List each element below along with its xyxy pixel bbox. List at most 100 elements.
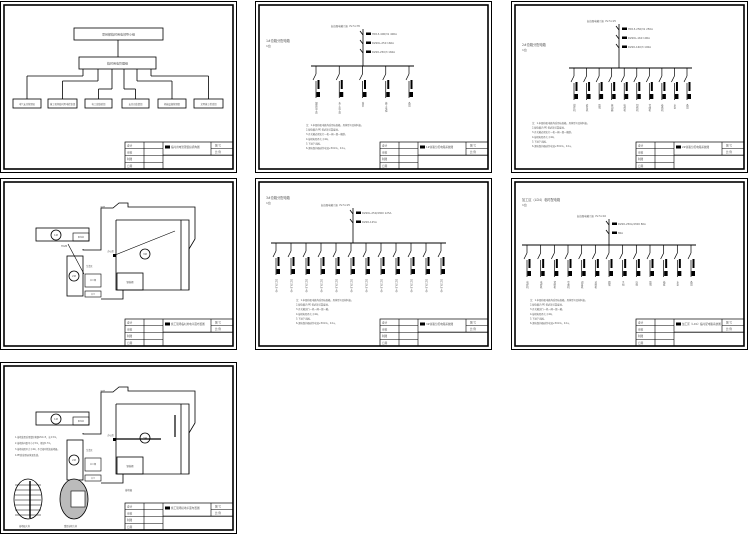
branch-circuit: 水泵 xyxy=(674,245,682,287)
org-leaf-box xyxy=(157,98,187,109)
breaker-mark xyxy=(600,82,603,91)
breaker-label: DZ20-250/3 160A xyxy=(372,50,395,54)
org-leaf-label: 电气安全管理员 xyxy=(19,102,36,106)
note-line: 2.配电箱内 PE 排必须可靠接地。 xyxy=(532,126,566,130)
wire xyxy=(347,250,352,258)
wire xyxy=(407,250,412,258)
grounding-note: 1.接地装置采用镀锌角钢L50×5，长2.5m。 xyxy=(15,435,58,439)
branch-label: 圆锯 xyxy=(608,280,611,286)
note-line: 注：1.本图中配电箱均采用标准箱，具体型号见材料表。 xyxy=(296,298,353,302)
title-block-cell: 比 例 xyxy=(215,327,221,331)
note-line: 3.开关箱实行一机一闸一漏一箱。 xyxy=(296,307,330,311)
gate-box xyxy=(84,474,102,482)
fuse-mark xyxy=(321,269,325,274)
branch-circuit: DZ15LE-40 xyxy=(437,243,445,293)
note-line: 5.下进下出线。 xyxy=(532,139,548,143)
living-box xyxy=(66,255,84,297)
breaker-mark xyxy=(555,259,558,268)
wire xyxy=(422,250,427,258)
shed-label: 钢筋棚 xyxy=(127,464,135,468)
breaker-mark xyxy=(622,36,627,39)
fuse-mark xyxy=(612,94,616,99)
power-room-label: 配电房 xyxy=(78,419,84,423)
title-block-label: 设计 xyxy=(382,321,388,325)
fuse-mark xyxy=(306,269,310,274)
branch-label: 备用 xyxy=(408,101,411,107)
sheet-inner-border xyxy=(3,4,234,170)
note-line: 5.下进下出线。 xyxy=(306,141,322,145)
fuse-mark xyxy=(568,271,572,276)
title-block-cell: 比 例 xyxy=(726,327,732,331)
note-line: 6.漏电保护器动作电流≤30mA，0.1s。 xyxy=(532,144,573,148)
fuse-mark xyxy=(363,92,367,97)
branch-circuit: 弯曲机 xyxy=(564,245,572,289)
title-block-cell: 图 号 xyxy=(215,321,221,325)
power-room-box xyxy=(72,416,90,426)
title-block-cell: 比 例 xyxy=(726,150,732,154)
breaker-label: DZ20L-250/4300 125A xyxy=(362,211,392,215)
breaker-mark xyxy=(528,259,531,268)
fuse-mark xyxy=(649,94,654,99)
shed-box xyxy=(116,272,144,291)
note-line: 6.漏电保护器动作电流≤30mA，0.1s。 xyxy=(530,321,571,325)
fuse-mark xyxy=(674,94,679,99)
branch-label: 搅拌机 xyxy=(573,103,576,112)
branch-circuit: 施工电梯 xyxy=(382,66,390,112)
wire xyxy=(405,73,410,81)
branch-label: 备用 xyxy=(690,280,693,286)
fuse-mark xyxy=(339,92,344,97)
breaker-label: DZ20L-160 100A xyxy=(628,36,650,40)
circle-label: 3# xyxy=(143,252,148,256)
branch-circuit: 备用 xyxy=(687,245,695,287)
wire xyxy=(523,252,528,260)
breaker-mark xyxy=(397,257,400,266)
fuse-mark xyxy=(637,94,641,99)
branch-label: 弯曲机 xyxy=(567,280,570,289)
workshop-label: 木工棚 xyxy=(90,462,96,466)
fuse-mark xyxy=(396,269,400,274)
site-outline xyxy=(115,403,190,475)
breaker-label: DZ20-250L/4300 80A xyxy=(618,222,646,226)
breaker-mark xyxy=(340,80,343,89)
branch-circuit: 弯曲机 xyxy=(646,68,654,112)
drawing-title: 2#总箱分配电箱系统图 xyxy=(682,145,710,149)
site-outline xyxy=(101,290,124,300)
site-outline xyxy=(100,202,196,290)
branch-label: 砂浆机 xyxy=(585,103,588,112)
sheet-org-chart[interactable]: 项目部临时用电领导小组临时用电管理组电气安全管理员施工现场临时用电检查组电工班维… xyxy=(0,1,237,173)
fuse-mark xyxy=(574,94,578,99)
wire xyxy=(615,43,620,49)
fuse-mark xyxy=(691,271,695,276)
breaker-mark xyxy=(575,82,578,91)
breaker-mark xyxy=(612,222,617,225)
wire xyxy=(67,243,85,275)
branch-circuit: DZ15LE-40 xyxy=(317,243,325,293)
org-leaf-label: 施工现场临时用电检查组 xyxy=(50,102,76,106)
wire xyxy=(359,30,364,36)
wire xyxy=(114,230,176,256)
distribution-box-circle xyxy=(68,454,80,466)
branch-circuit: 圆锯 xyxy=(605,245,613,287)
note-line: 5.下进下出线。 xyxy=(530,316,546,320)
title-mark xyxy=(165,322,170,326)
breaker-mark xyxy=(352,257,355,266)
title-block-label: 日期 xyxy=(127,341,133,345)
org-leaf-box xyxy=(47,98,78,109)
title-block-label: 审核 xyxy=(127,150,133,154)
branch-label: 电焊机 xyxy=(526,280,529,289)
sheet-inner-border xyxy=(3,181,234,347)
title-block-cell: 比 例 xyxy=(215,150,221,154)
breaker-mark xyxy=(650,82,653,91)
title-block-label: 制图 xyxy=(638,334,644,338)
breaker-mark xyxy=(692,259,695,268)
living-label: 生活区 xyxy=(86,448,93,452)
breaker-mark xyxy=(364,80,366,89)
